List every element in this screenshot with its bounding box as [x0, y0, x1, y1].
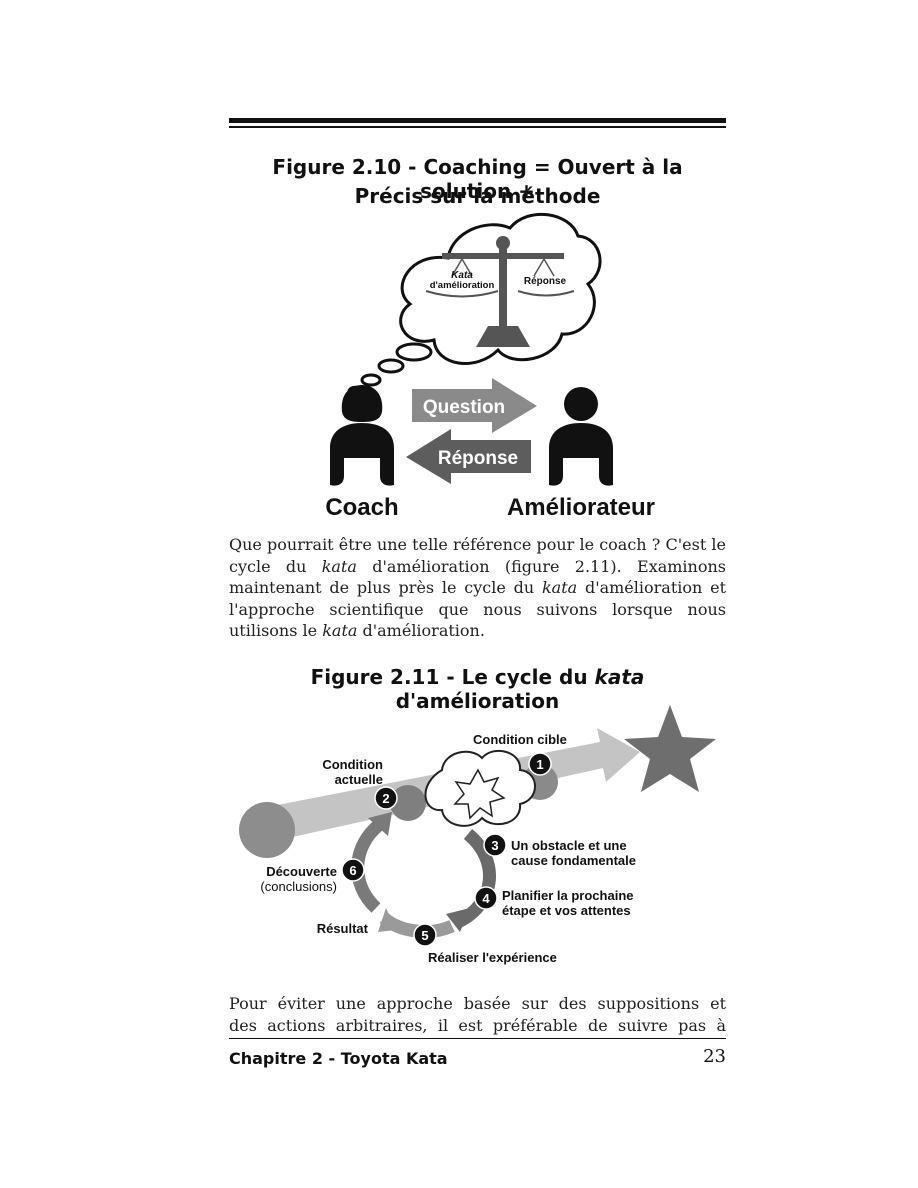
svg-text:2: 2: [382, 791, 389, 806]
svg-text:5: 5: [421, 928, 428, 943]
thought-bubble-small: [360, 373, 382, 387]
label-condition-actuelle-1: Condition: [322, 757, 383, 772]
kata-term: kata: [541, 578, 578, 597]
svg-text:3: 3: [491, 838, 498, 853]
paragraph-1-text-a: Que pourrait être une telle référence po…: [229, 535, 726, 576]
current-condition-circle: [390, 785, 426, 821]
cycle-arrowhead-right: [446, 908, 470, 932]
step-marker-1: 1: [528, 752, 552, 776]
question-arrow: [412, 378, 537, 433]
answer-arrow-label: Réponse: [438, 448, 518, 469]
paragraph-2-line-1: Pour éviter une approche basée sur des s…: [229, 994, 726, 1013]
header-rule-thick: [229, 118, 726, 123]
answer-arrow: [406, 429, 531, 484]
label-resultat: Résultat: [317, 921, 369, 936]
paragraph-2-line-2: des actions arbitraires, il est préférab…: [229, 1015, 726, 1035]
coach-label: Coach: [325, 494, 398, 521]
footer-rule: [229, 1038, 726, 1039]
label-condition-actuelle-2: actuelle: [335, 772, 383, 787]
step-marker-4: 4: [474, 886, 498, 910]
coach-silhouette-icon: [330, 385, 394, 486]
step-marker-3: 3: [483, 833, 507, 857]
figure-2-10-caption-line2: Précis sur la méthode: [354, 184, 601, 208]
cycle-arrowhead-bottom: [378, 908, 396, 932]
figure-2-11-caption-kata: kata: [594, 665, 645, 689]
paragraph-1-text-c: d'amélioration et l'approche scientifiqu…: [229, 578, 727, 640]
figure-2-11-kata-cycle-diagram: 1 2 3 4 5 6 Condition cible Condition ac…: [239, 705, 716, 965]
scale-left-label-kata: Kata: [451, 270, 473, 281]
body-paragraph-1: Que pourrait être une telle référence po…: [229, 534, 726, 642]
kata-term: kata: [322, 621, 358, 640]
svg-text:4: 4: [482, 891, 490, 906]
page-number: 23: [703, 1046, 726, 1067]
step-marker-6: 6: [341, 858, 365, 882]
improver-label: Améliorateur: [507, 494, 655, 521]
scale-left-label: d'amélioration: [430, 280, 495, 291]
scale-right-label: Réponse: [524, 276, 567, 287]
label-condition-cible: Condition cible: [473, 732, 567, 747]
kata-term: kata: [321, 556, 357, 576]
obstacle-burst-icon: [453, 768, 506, 820]
improver-silhouette-icon: [549, 387, 613, 486]
figure-2-10-coaching-diagram: Kata d'amélioration Réponse Question Rép…: [325, 212, 655, 521]
label-obstacle-2: cause fondamentale: [511, 853, 636, 868]
step-marker-5: 5: [413, 923, 437, 947]
body-paragraph-2: Pour éviter une approche basée sur des s…: [229, 993, 726, 1036]
label-obstacle-1: Un obstacle et une: [511, 838, 627, 853]
start-circle: [239, 802, 295, 858]
figure-2-11-caption: Figure 2.11 - Le cycle du kata d'amélior…: [229, 665, 726, 713]
label-planifier-2: étape et vos attentes: [502, 903, 631, 918]
question-arrow-label: Question: [423, 397, 505, 418]
paragraph-1-text-d: d'amélioration.: [357, 621, 485, 640]
cycle-loop-right: [454, 828, 496, 928]
step-marker-2: 2: [374, 786, 398, 810]
cycle-arrowhead-left: [368, 812, 392, 836]
figure-2-10-caption-line1: Figure 2.10 - Coaching = Ouvert à la sol…: [272, 155, 683, 203]
label-realiser: Réaliser l'expérience: [428, 950, 557, 965]
target-star-icon: [624, 705, 716, 792]
thought-bubble-large: [395, 342, 433, 362]
svg-text:1: 1: [536, 757, 543, 772]
label-decouverte-1: Découverte: [266, 864, 337, 879]
label-planifier-1: Planifier la prochaine: [502, 888, 634, 903]
paragraph-1-text-b: d'amélioration (figure 2.11). Examinons …: [229, 556, 726, 598]
balance-scale-icon: [425, 236, 575, 347]
thought-bubble-medium: [377, 358, 405, 374]
svg-text:6: 6: [349, 863, 356, 878]
figure-2-11-caption-pre: Figure 2.11 - Le cycle du: [310, 665, 595, 689]
label-decouverte-2: (conclusions): [260, 879, 337, 894]
header-rule-thin: [229, 126, 726, 128]
footer-chapter-title: Chapitre 2 - Toyota Kata: [229, 1049, 448, 1068]
figure-2-11-caption-post: d'amélioration: [395, 689, 560, 713]
